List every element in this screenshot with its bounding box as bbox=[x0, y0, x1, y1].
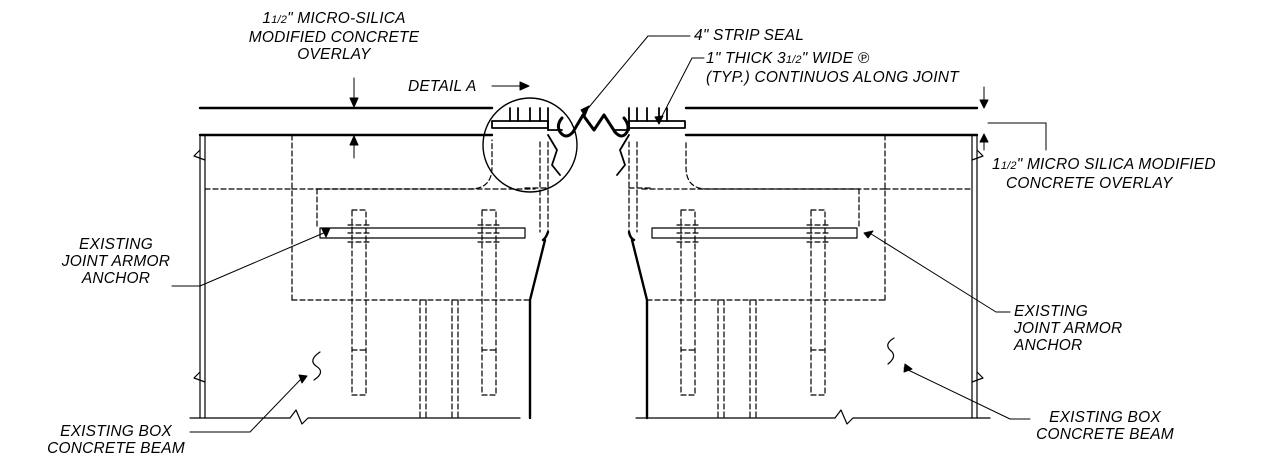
label-overlay-top-left: 11/2" MICRO-SILICA MODIFIED CONCRETE OVE… bbox=[224, 10, 444, 63]
label-beam-right-line2: CONCRETE BEAM bbox=[1036, 426, 1174, 443]
label-overlay-right-line1-pre: 1 bbox=[992, 156, 1001, 173]
label-overlay-top-left-line1-post: " MICRO-SILICA bbox=[287, 10, 406, 27]
label-anchor-right-line2: JOINT ARMOR bbox=[1014, 320, 1123, 337]
hidden-lines-right bbox=[629, 135, 972, 418]
anchor-plate-left bbox=[320, 228, 525, 238]
label-overlay-right: 11/2" MICRO SILICA MODIFIED CONCRETE OVE… bbox=[992, 156, 1216, 192]
break-line-right bbox=[636, 410, 990, 424]
label-anchor-left: EXISTING JOINT ARMOR ANCHOR bbox=[56, 236, 176, 287]
label-beam-right: EXISTING BOX CONCRETE BEAM bbox=[1030, 409, 1180, 443]
strip-seal bbox=[558, 115, 628, 136]
leader-lines bbox=[172, 36, 1046, 432]
label-overlay-right-line2: CONCRETE OVERLAY bbox=[1006, 175, 1173, 192]
label-detail-a: DETAIL A bbox=[408, 78, 477, 95]
deck-overlay-left bbox=[200, 108, 492, 135]
label-overlay-top-left-line1-pre: 1 bbox=[262, 10, 272, 27]
label-beam-right-line1: EXISTING BOX bbox=[1049, 409, 1161, 426]
label-plate-note-line1-pre: 1" THICK 3 bbox=[706, 50, 786, 67]
beam-end-left bbox=[530, 232, 548, 418]
label-anchor-right-line3: ANCHOR bbox=[1014, 337, 1083, 354]
new-plate-left bbox=[492, 108, 562, 175]
beam-end-right bbox=[629, 232, 647, 418]
label-plate-note-line1-post: " WIDE bbox=[801, 50, 854, 67]
concrete-symbol-right bbox=[888, 338, 894, 364]
label-beam-left: EXISTING BOX CONCRETE BEAM bbox=[40, 423, 192, 457]
label-beam-left-line1: EXISTING BOX bbox=[60, 423, 172, 440]
detail-a-circle bbox=[483, 98, 577, 192]
label-strip-seal: 4" STRIP SEAL bbox=[694, 27, 805, 44]
label-plate-note-line2: (TYP.) CONTINUOS ALONG JOINT bbox=[706, 69, 959, 86]
label-overlay-right-line1-post: " MICRO SILICA MODIFIED bbox=[1016, 156, 1216, 173]
label-anchor-right: EXISTING JOINT ARMOR ANCHOR bbox=[1014, 303, 1122, 354]
label-anchor-right-line1: EXISTING bbox=[1014, 303, 1088, 320]
beam-wall-left bbox=[194, 135, 205, 418]
hidden-lines-left bbox=[205, 135, 548, 418]
plate-symbol: ℗ bbox=[857, 50, 870, 67]
label-overlay-right-line1-frac: 1/2 bbox=[1000, 160, 1017, 172]
break-line-left bbox=[190, 410, 520, 424]
deck-overlay-right bbox=[686, 108, 977, 135]
label-anchor-left-line1: EXISTING bbox=[79, 236, 153, 253]
label-plate-note: 1" THICK 31/2" WIDE ℗ (TYP.) CONTINUOS A… bbox=[706, 50, 959, 86]
label-overlay-top-left-line1-frac: 1/2 bbox=[271, 14, 288, 26]
label-anchor-left-line2: JOINT ARMOR bbox=[61, 253, 171, 270]
label-overlay-top-left-line3: OVERLAY bbox=[297, 46, 371, 63]
concrete-symbol-left bbox=[313, 352, 321, 380]
label-anchor-left-line3: ANCHOR bbox=[81, 270, 151, 287]
beam-wall-right bbox=[972, 135, 983, 418]
label-plate-note-line1-frac: 1/2 bbox=[785, 54, 802, 66]
anchor-plate-right bbox=[652, 228, 857, 238]
label-beam-left-line2: CONCRETE BEAM bbox=[47, 440, 185, 457]
label-overlay-top-left-line2: MODIFIED CONCRETE bbox=[248, 29, 420, 46]
